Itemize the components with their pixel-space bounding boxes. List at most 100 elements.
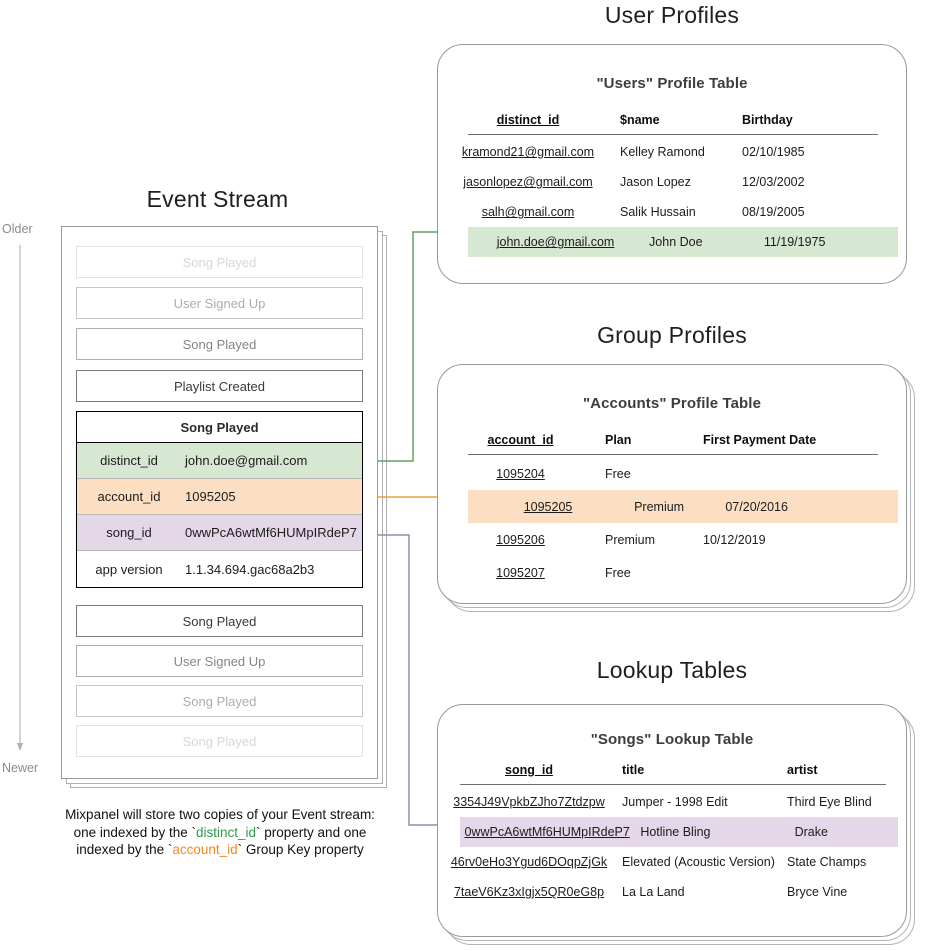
caption-line-3: indexed by the `account_id` Group Key pr…: [30, 841, 410, 859]
timeline-older-label: Older: [2, 222, 33, 236]
selected-event-name: Song Played: [77, 412, 362, 443]
cell-title: La La Land: [622, 885, 685, 900]
caption-l3-prefix: indexed by the `: [76, 842, 173, 857]
column-header-birthday: Birthday: [742, 113, 793, 127]
caption-token-account-id: account_id: [172, 842, 238, 857]
event-item[interactable]: Song Played: [76, 605, 363, 637]
table-row[interactable]: 7taeV6Kz3xIgjx5QR0eG8p La La Land Bryce …: [438, 877, 906, 907]
lookup-tables-title: Lookup Tables: [596, 657, 748, 683]
event-label: User Signed Up: [173, 653, 266, 669]
selected-event-card[interactable]: Song Played distinct_id john.doe@gmail.c…: [76, 411, 363, 588]
cell-song-id: 7taeV6Kz3xIgjx5QR0eG8p: [453, 885, 605, 900]
cell-first-payment-date: 10/12/2019: [703, 532, 766, 547]
event-item[interactable]: Song Played: [76, 328, 363, 360]
property-value: 1095205: [185, 489, 236, 504]
table-row[interactable]: 1095206 Premium 10/12/2019: [438, 523, 906, 556]
table-row-highlighted[interactable]: 1095205 Premium 07/20/2016: [468, 490, 898, 524]
cell-name: Kelley Ramond: [620, 145, 705, 160]
event-label: Playlist Created: [173, 378, 266, 394]
cell-plan: Free: [605, 466, 631, 481]
cell-distinct-id: kramond21@gmail.com: [461, 145, 595, 160]
group-profiles-title: Group Profiles: [597, 322, 747, 348]
cell-birthday: 11/19/1975: [763, 235, 826, 250]
cell-title: Hotline Bling: [640, 825, 711, 840]
table-row[interactable]: 46rv0eHo3Ygud6DOqpZjGk Elevated (Acousti…: [438, 847, 906, 877]
table-header-row: account_id Plan First Payment Date: [438, 427, 906, 453]
event-property-distinct-id[interactable]: distinct_id john.doe@gmail.com: [77, 443, 362, 479]
column-header-name: $name: [620, 113, 660, 127]
table-row[interactable]: 1095204 Free: [438, 457, 906, 490]
column-header-title: title: [622, 763, 645, 777]
cell-birthday: 08/19/2005: [742, 205, 805, 220]
property-key: song_id: [106, 525, 152, 540]
caption-line-1: Mixpanel will store two copies of your E…: [65, 807, 375, 822]
event-label: User Signed Up: [173, 295, 266, 311]
cell-name: Salik Hussain: [620, 205, 696, 220]
cell-account-id: 1095205: [523, 499, 573, 514]
event-item[interactable]: User Signed Up: [76, 645, 363, 677]
table-row[interactable]: kramond21@gmail.com Kelley Ramond 02/10/…: [438, 137, 906, 167]
table-row[interactable]: 3354J49VpkbZJho7Ztdzpw Jumper - 1998 Edi…: [438, 787, 906, 817]
property-key: distinct_id: [100, 453, 158, 468]
cell-name: Jason Lopez: [620, 175, 691, 190]
accounts-table: account_id Plan First Payment Date 10952…: [438, 427, 906, 589]
event-item[interactable]: User Signed Up: [76, 287, 363, 319]
songs-table: song_id title artist 3354J49VpkbZJho7Ztd…: [438, 757, 906, 907]
column-header-distinct-id: distinct_id: [496, 113, 560, 127]
cell-account-id: 1095204: [496, 466, 545, 481]
event-item[interactable]: Playlist Created: [76, 370, 363, 402]
table-row[interactable]: 1095207 Free: [438, 556, 906, 589]
table-header-row: song_id title artist: [438, 757, 906, 783]
event-property-app-version[interactable]: app version 1.1.34.694.gac68a2b3: [77, 551, 362, 587]
cell-distinct-id: salh@gmail.com: [481, 205, 575, 220]
users-profile-card: "Users" Profile Table distinct_id $name …: [437, 44, 907, 284]
column-header-artist: artist: [787, 763, 818, 777]
cell-artist: Third Eye Blind: [787, 795, 872, 810]
header-divider: [460, 784, 886, 786]
table-row-highlighted[interactable]: 0wwPcA6wtMf6HUMpIRdeP7 Hotline Bling Dra…: [460, 817, 898, 848]
property-value: john.doe@gmail.com: [185, 453, 308, 468]
table-row[interactable]: salh@gmail.com Salik Hussain 08/19/2005: [438, 197, 906, 227]
property-key: app version: [95, 561, 163, 577]
event-property-account-id[interactable]: account_id 1095205: [77, 479, 362, 515]
diagram-caption: Mixpanel will store two copies of your E…: [30, 806, 410, 859]
property-key: account_id: [97, 489, 161, 504]
caption-l3-suffix: ` Group Key property: [237, 842, 364, 857]
songs-table-title: "Songs" Lookup Table: [590, 731, 754, 748]
event-label: Song Played: [182, 693, 257, 709]
event-property-song-id[interactable]: song_id 0wwPcA6wtMf6HUMpIRdeP7: [77, 515, 362, 551]
cell-title: Jumper - 1998 Edit: [622, 795, 728, 810]
event-label: Song Played: [182, 254, 257, 270]
property-value: 1.1.34.694.gac68a2b3: [185, 561, 315, 577]
event-stream-panel: Song Played User Signed Up Song Played P…: [61, 226, 378, 779]
accounts-table-title: "Accounts" Profile Table: [582, 395, 762, 412]
cell-title: Elevated (Acoustic Version): [622, 855, 775, 870]
event-item[interactable]: Song Played: [76, 725, 363, 757]
event-item[interactable]: Song Played: [76, 246, 363, 278]
songs-lookup-card: "Songs" Lookup Table song_id title artis…: [437, 704, 907, 937]
accounts-profile-card: "Accounts" Profile Table account_id Plan…: [437, 364, 907, 604]
column-header-plan: Plan: [605, 433, 632, 447]
column-header-account-id: account_id: [487, 433, 554, 447]
cell-first-payment-date: 07/20/2016: [725, 499, 788, 514]
event-label: Song Played: [182, 336, 257, 352]
table-row-highlighted[interactable]: john.doe@gmail.com John Doe 11/19/1975: [468, 227, 898, 258]
event-item[interactable]: Song Played: [76, 685, 363, 717]
column-header-song-id: song_id: [505, 763, 553, 777]
cell-plan: Free: [605, 565, 631, 580]
cell-plan: Premium: [634, 499, 685, 514]
table-header-row: distinct_id $name Birthday: [438, 107, 906, 133]
caption-l2-prefix: one indexed by the `: [73, 824, 196, 840]
caption-line-2: one indexed by the `distinct_id` propert…: [30, 824, 410, 842]
caption-token-distinct-id: distinct_id: [195, 824, 257, 840]
header-divider: [468, 454, 878, 456]
cell-account-id: 1095207: [496, 565, 545, 580]
table-row[interactable]: jasonlopez@gmail.com Jason Lopez 12/03/2…: [438, 167, 906, 197]
column-header-first-payment-date: First Payment Date: [703, 433, 817, 447]
user-profiles-title: User Profiles: [604, 2, 740, 28]
cell-song-id: 0wwPcA6wtMf6HUMpIRdeP7: [464, 825, 630, 840]
cell-distinct-id: jasonlopez@gmail.com: [463, 175, 593, 190]
event-label: Song Played: [182, 613, 257, 629]
users-table: distinct_id $name Birthday kramond21@gma…: [438, 107, 906, 258]
